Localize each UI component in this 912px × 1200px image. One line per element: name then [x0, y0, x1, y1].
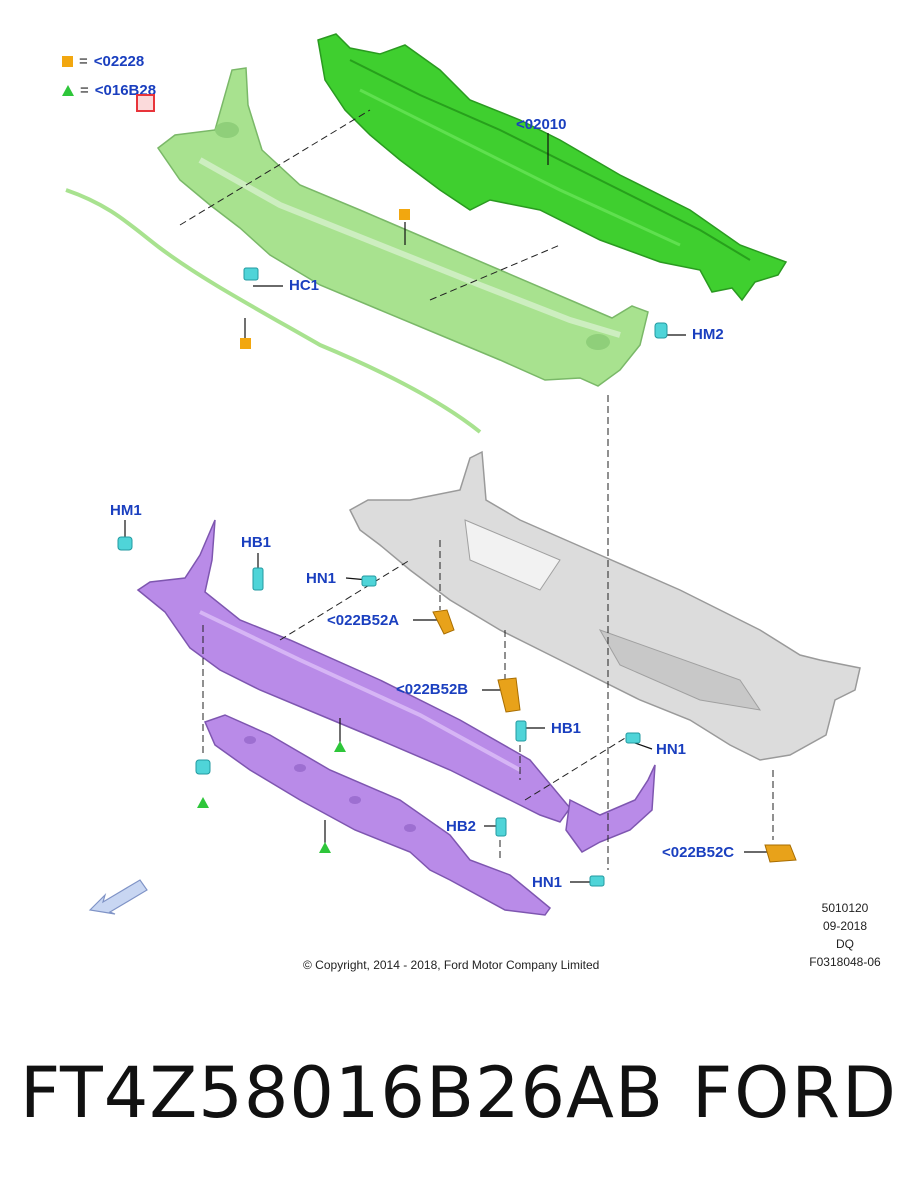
callout-hb2[interactable]: HB2 [446, 818, 477, 835]
copyright-notice: © Copyright, 2014 - 2018, Ford Motor Com… [303, 958, 600, 972]
part-number: FT4Z58016B26AB [20, 1052, 664, 1134]
meta-date: 09-2018 [822, 919, 868, 933]
callout-hb1-top[interactable]: HB1 [241, 534, 272, 551]
cyan-clips[interactable] [117, 267, 668, 887]
brand-name: FORD [692, 1052, 898, 1134]
cowl-top-panel-dark-green[interactable] [317, 33, 788, 302]
cowl-panel-light-green[interactable] [156, 67, 649, 387]
orange-clips[interactable] [432, 609, 797, 863]
triangle-marker-3 [319, 842, 331, 853]
meta-code-1: 5010120 [821, 901, 869, 915]
legend-equals: = [79, 53, 88, 70]
square-legend-icon [62, 56, 73, 67]
callout-022b52b[interactable]: <022B52B [396, 681, 469, 698]
legend-code: <02228 [93, 53, 145, 70]
front-direction-arrow-icon [88, 879, 148, 915]
meta-code-2: DQ [836, 937, 854, 951]
callout-hm1[interactable]: HM1 [110, 502, 142, 519]
callout-02010[interactable]: <02010 [516, 116, 567, 133]
callout-hb1-mid[interactable]: HB1 [551, 720, 582, 737]
meta-figure-id: F0318048-06 [809, 955, 881, 969]
callout-022b52c[interactable]: <022B52C [662, 844, 735, 861]
legend-equals: = [80, 82, 89, 99]
cowl-panel-purple-lower[interactable] [203, 714, 552, 916]
callout-022b52a[interactable]: <022B52A [327, 612, 400, 629]
triangle-marker-2 [197, 797, 209, 808]
cowl-panel-purple-long[interactable] [136, 519, 656, 853]
selection-highlight[interactable] [136, 94, 155, 112]
exploded-parts-diagram [65, 33, 861, 916]
caption-bar [0, 1000, 912, 1200]
weatherstrip-seal[interactable] [65, 188, 482, 434]
leader-lines [124, 133, 768, 883]
callout-hn1-top[interactable]: HN1 [306, 570, 337, 587]
dashed-guide-lines [179, 109, 774, 870]
triangle-marker-1 [334, 741, 346, 752]
triangle-legend-icon [62, 85, 74, 96]
callout-hn1-bottom[interactable]: HN1 [532, 874, 563, 891]
cowl-panel-grey[interactable] [349, 450, 861, 761]
callout-hc1[interactable]: HC1 [289, 277, 320, 294]
square-marker-2 [240, 338, 251, 349]
square-marker-1 [399, 209, 410, 220]
callout-hm2[interactable]: HM2 [692, 326, 724, 343]
legend-row-square: = <02228 [62, 53, 144, 70]
callout-hn1-mid[interactable]: HN1 [656, 741, 687, 758]
